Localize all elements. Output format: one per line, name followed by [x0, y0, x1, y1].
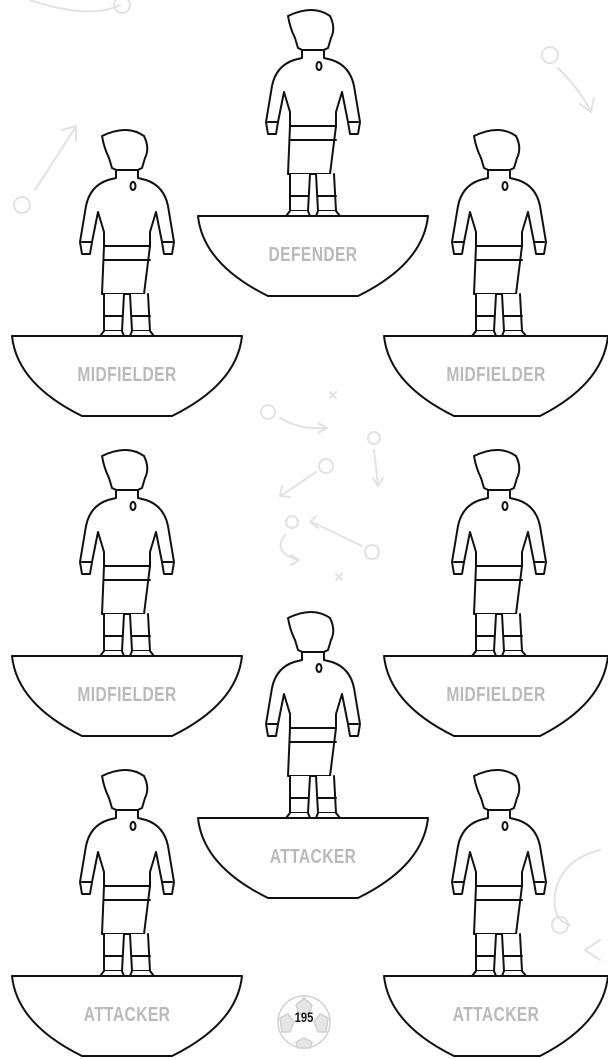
- attacker-figure: ATTACKER: [11, 766, 243, 1057]
- page-number: 195: [294, 1009, 314, 1025]
- subbuteo-player-icon: [197, 611, 429, 899]
- position-label: ATTACKER: [452, 1004, 540, 1026]
- midfielder-figure: MIDFIELDER: [383, 126, 608, 417]
- subbuteo-player-icon: [197, 9, 429, 297]
- position-label: DEFENDER: [268, 244, 358, 266]
- attacker-figure: ATTACKER: [197, 608, 429, 899]
- subbuteo-player-icon: [11, 129, 243, 417]
- attacker-figure: ATTACKER: [383, 766, 608, 1057]
- defender-figure: DEFENDER: [197, 6, 429, 297]
- subbuteo-player-icon: [383, 129, 608, 417]
- subbuteo-player-icon: [11, 449, 243, 737]
- position-label: MIDFIELDER: [77, 684, 177, 706]
- midfielder-figure: MIDFIELDER: [11, 446, 243, 737]
- midfielder-figure: MIDFIELDER: [11, 126, 243, 417]
- subbuteo-player-icon: [383, 769, 608, 1057]
- position-label: MIDFIELDER: [446, 364, 546, 386]
- position-label: MIDFIELDER: [446, 684, 546, 706]
- position-label: MIDFIELDER: [77, 364, 177, 386]
- soccer-ball-icon: [277, 995, 331, 1049]
- subbuteo-player-icon: [11, 769, 243, 1057]
- subbuteo-player-icon: [383, 449, 608, 737]
- midfielder-figure: MIDFIELDER: [383, 446, 608, 737]
- position-label: ATTACKER: [83, 1004, 171, 1026]
- position-label: ATTACKER: [269, 846, 357, 868]
